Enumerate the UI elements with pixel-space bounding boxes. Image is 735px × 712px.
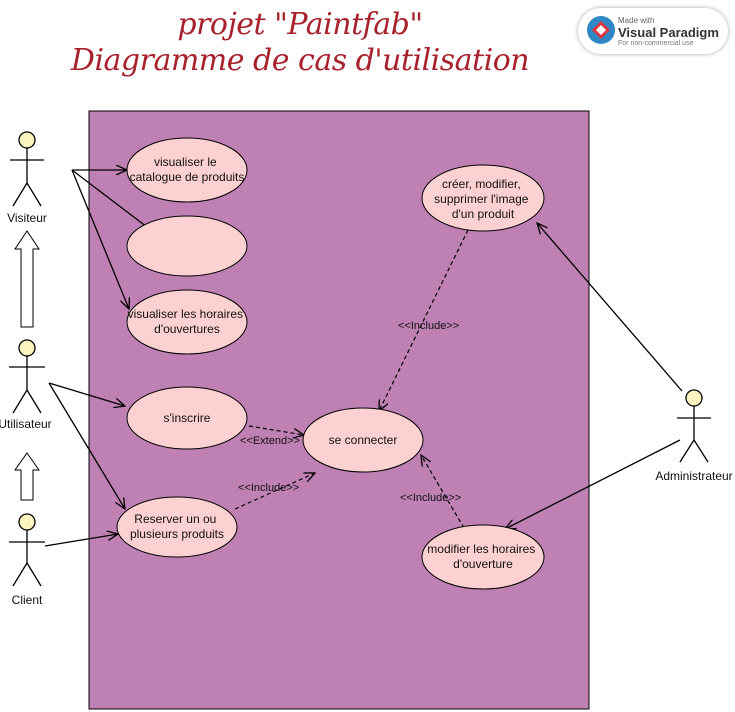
extend-label: <<Extend>>: [240, 435, 300, 447]
use-case-image[interactable]: [421, 164, 545, 232]
badge-brand: Visual Paradigm: [618, 25, 719, 40]
include-label-horaires: <<Include>>: [400, 492, 461, 504]
use-case-catalogue-label: visualiser le catalogue de produits: [130, 155, 245, 184]
generalization-utilisateur-visiteur: [14, 230, 40, 328]
assoc-visiteur-empty: [71, 169, 148, 228]
badge-note: For non-commercial use: [618, 40, 694, 47]
include-horaires-connecter: [421, 455, 465, 529]
actor-visiteur-label: Visiteur: [7, 211, 47, 225]
actor-visiteur[interactable]: [10, 131, 44, 207]
use-case-empty[interactable]: [126, 215, 248, 277]
use-case-reserver[interactable]: [116, 496, 238, 558]
actor-administrateur[interactable]: [677, 389, 711, 463]
actor-utilisateur-label: Utilisateur: [0, 417, 52, 431]
use-case-inscrire[interactable]: [126, 386, 248, 450]
actor-visiteur-head-icon: [18, 131, 36, 149]
actor-client-label: Client: [12, 593, 43, 607]
actor-utilisateur-head-icon: [18, 339, 36, 357]
assoc-admin-modifier-horaires: [505, 439, 681, 529]
assoc-utilisateur-reserver: [48, 382, 125, 509]
use-case-connecter-label: se connecter: [329, 433, 398, 447]
use-case-reserver-label: Reserver un ou plusieurs produits: [130, 512, 224, 541]
include-label-reserver: <<Include>>: [238, 482, 299, 494]
include-image-connecter: [379, 229, 469, 411]
actor-client[interactable]: [9, 513, 45, 587]
use-case-modifier-horaires[interactable]: [421, 524, 545, 590]
diagram-title-line2: Diagramme de cas d'utilisation: [70, 43, 530, 78]
diagram-title-line1: projet "Paintfab": [177, 7, 423, 42]
use-case-image-label: créer, modifier, supprimer l'image d'un …: [434, 177, 532, 221]
use-case-connecter[interactable]: [302, 407, 424, 473]
use-case-horaires[interactable]: [126, 289, 248, 355]
actor-utilisateur[interactable]: [9, 339, 45, 414]
use-case-horaires-label: visualiser les horaires d'ouvertures: [128, 307, 247, 336]
actor-administrateur-head-icon: [685, 389, 703, 407]
assoc-visiteur-horaires: [71, 169, 129, 309]
generalization-client-utilisateur: [14, 452, 40, 501]
include-label-image: <<Include>>: [398, 320, 459, 332]
assoc-admin-image: [537, 223, 683, 392]
assoc-client-reserver: [44, 534, 118, 547]
use-case-catalogue[interactable]: [126, 137, 248, 203]
include-reserver-connecter: [234, 473, 315, 510]
actor-administrateur-label: Administrateur: [655, 469, 732, 483]
actor-client-head-icon: [18, 513, 36, 531]
visual-paradigm-logo-icon: [587, 16, 615, 44]
use-case-modifier-horaires-label: modifier les horaires d'ouverture: [427, 542, 538, 571]
extend-inscrire-connecter: [248, 425, 304, 435]
assoc-utilisateur-inscrire: [48, 382, 125, 406]
use-case-inscrire-label: s'inscrire: [164, 411, 211, 425]
badge-made-with: Made with: [618, 16, 655, 25]
visual-paradigm-badge: Made with Visual Paradigm For non-commer…: [578, 8, 728, 54]
